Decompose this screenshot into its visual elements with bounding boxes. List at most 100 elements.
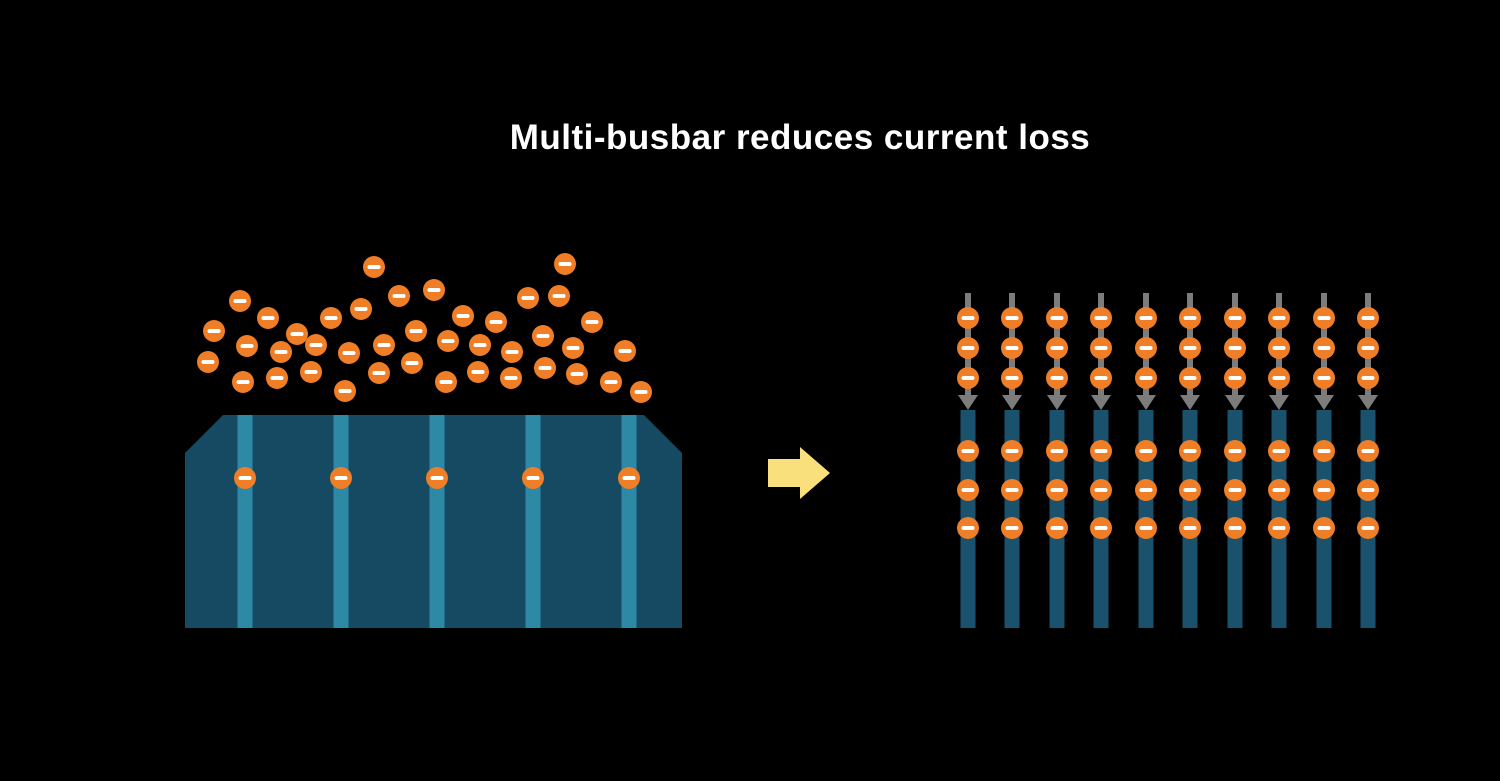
electron-icon [257, 307, 279, 329]
electron-icon [1135, 517, 1157, 539]
electron-icon [562, 337, 584, 359]
electron-icon [1090, 307, 1112, 329]
electron-icon [234, 467, 256, 489]
electron-icon [1268, 337, 1290, 359]
electron-icon [1090, 479, 1112, 501]
electron-icon [618, 467, 640, 489]
electron-icon [388, 285, 410, 307]
electron-icon [437, 330, 459, 352]
electron-icon [232, 371, 254, 393]
electron-icon [1046, 307, 1068, 329]
electron-icon [1224, 367, 1246, 389]
electron-icon [270, 341, 292, 363]
electron-icon [1357, 479, 1379, 501]
electron-icon [236, 335, 258, 357]
electron-icon [517, 287, 539, 309]
electron-icon [1313, 517, 1335, 539]
electron-icon [197, 351, 219, 373]
electron-icon [1001, 307, 1023, 329]
electron-icon [581, 311, 603, 333]
electron-icon [1090, 337, 1112, 359]
electron-icon [1224, 337, 1246, 359]
electron-icon [1046, 479, 1068, 501]
electron-icon [1001, 479, 1023, 501]
electron-icon [1046, 367, 1068, 389]
electron-icon [630, 381, 652, 403]
electron-icon [1046, 517, 1068, 539]
electron-icon [957, 367, 979, 389]
electron-icon [368, 362, 390, 384]
electron-icon [350, 298, 372, 320]
busbar [237, 415, 253, 628]
electron-icon [1357, 367, 1379, 389]
electron-icon [1224, 440, 1246, 462]
electron-icon [1179, 307, 1201, 329]
electron-icon [405, 320, 427, 342]
electron-icon [957, 307, 979, 329]
busbar [621, 415, 637, 628]
electron-icon [1179, 367, 1201, 389]
electron-icon [1268, 307, 1290, 329]
electron-icon [1357, 440, 1379, 462]
electron-icon [300, 361, 322, 383]
electron-icon [452, 305, 474, 327]
electron-icon [534, 357, 556, 379]
electron-icon [320, 307, 342, 329]
electron-icon [566, 363, 588, 385]
electron-icon [203, 320, 225, 342]
electron-icon [501, 341, 523, 363]
electron-icon [1046, 440, 1068, 462]
electron-icon [1313, 367, 1335, 389]
electron-icon [1090, 440, 1112, 462]
electron-icon [1224, 479, 1246, 501]
electron-icon [1268, 517, 1290, 539]
busbar [429, 415, 445, 628]
electron-icon [1313, 479, 1335, 501]
electron-icon [1135, 367, 1157, 389]
electron-icon [469, 334, 491, 356]
electron-icon [1135, 307, 1157, 329]
electron-icon [1135, 440, 1157, 462]
electron-icon [1313, 337, 1335, 359]
electron-icon [1090, 517, 1112, 539]
electron-icon [305, 334, 327, 356]
electron-icon [1357, 307, 1379, 329]
electron-icon [1357, 517, 1379, 539]
electron-icon [957, 479, 979, 501]
electron-icon [426, 467, 448, 489]
electron-icon [334, 380, 356, 402]
electron-icon [957, 337, 979, 359]
electron-icon [1179, 517, 1201, 539]
electron-icon [554, 253, 576, 275]
electron-icon [435, 371, 457, 393]
electron-icon [330, 467, 352, 489]
electron-icon [1268, 367, 1290, 389]
transition-arrow-icon [768, 447, 830, 499]
electron-icon [1179, 479, 1201, 501]
electron-icon [1357, 337, 1379, 359]
electron-icon [1268, 440, 1290, 462]
electron-icon [229, 290, 251, 312]
electron-icon [957, 440, 979, 462]
electron-icon [373, 334, 395, 356]
electron-icon [1268, 479, 1290, 501]
electron-icon [1046, 337, 1068, 359]
electron-icon [532, 325, 554, 347]
electron-icon [401, 352, 423, 374]
diagram-title: Multi-busbar reduces current loss [509, 118, 1091, 157]
electron-icon [522, 467, 544, 489]
electron-icon [1313, 440, 1335, 462]
electron-icon [1224, 307, 1246, 329]
electron-icon [485, 311, 507, 333]
electron-icon [423, 279, 445, 301]
electron-icon [1001, 367, 1023, 389]
electron-icon [1135, 479, 1157, 501]
electron-icon [1135, 337, 1157, 359]
electron-icon [1001, 440, 1023, 462]
electron-icon [548, 285, 570, 307]
electron-icon [1179, 440, 1201, 462]
electron-icon [500, 367, 522, 389]
busbar [525, 415, 541, 628]
electron-icon [266, 367, 288, 389]
